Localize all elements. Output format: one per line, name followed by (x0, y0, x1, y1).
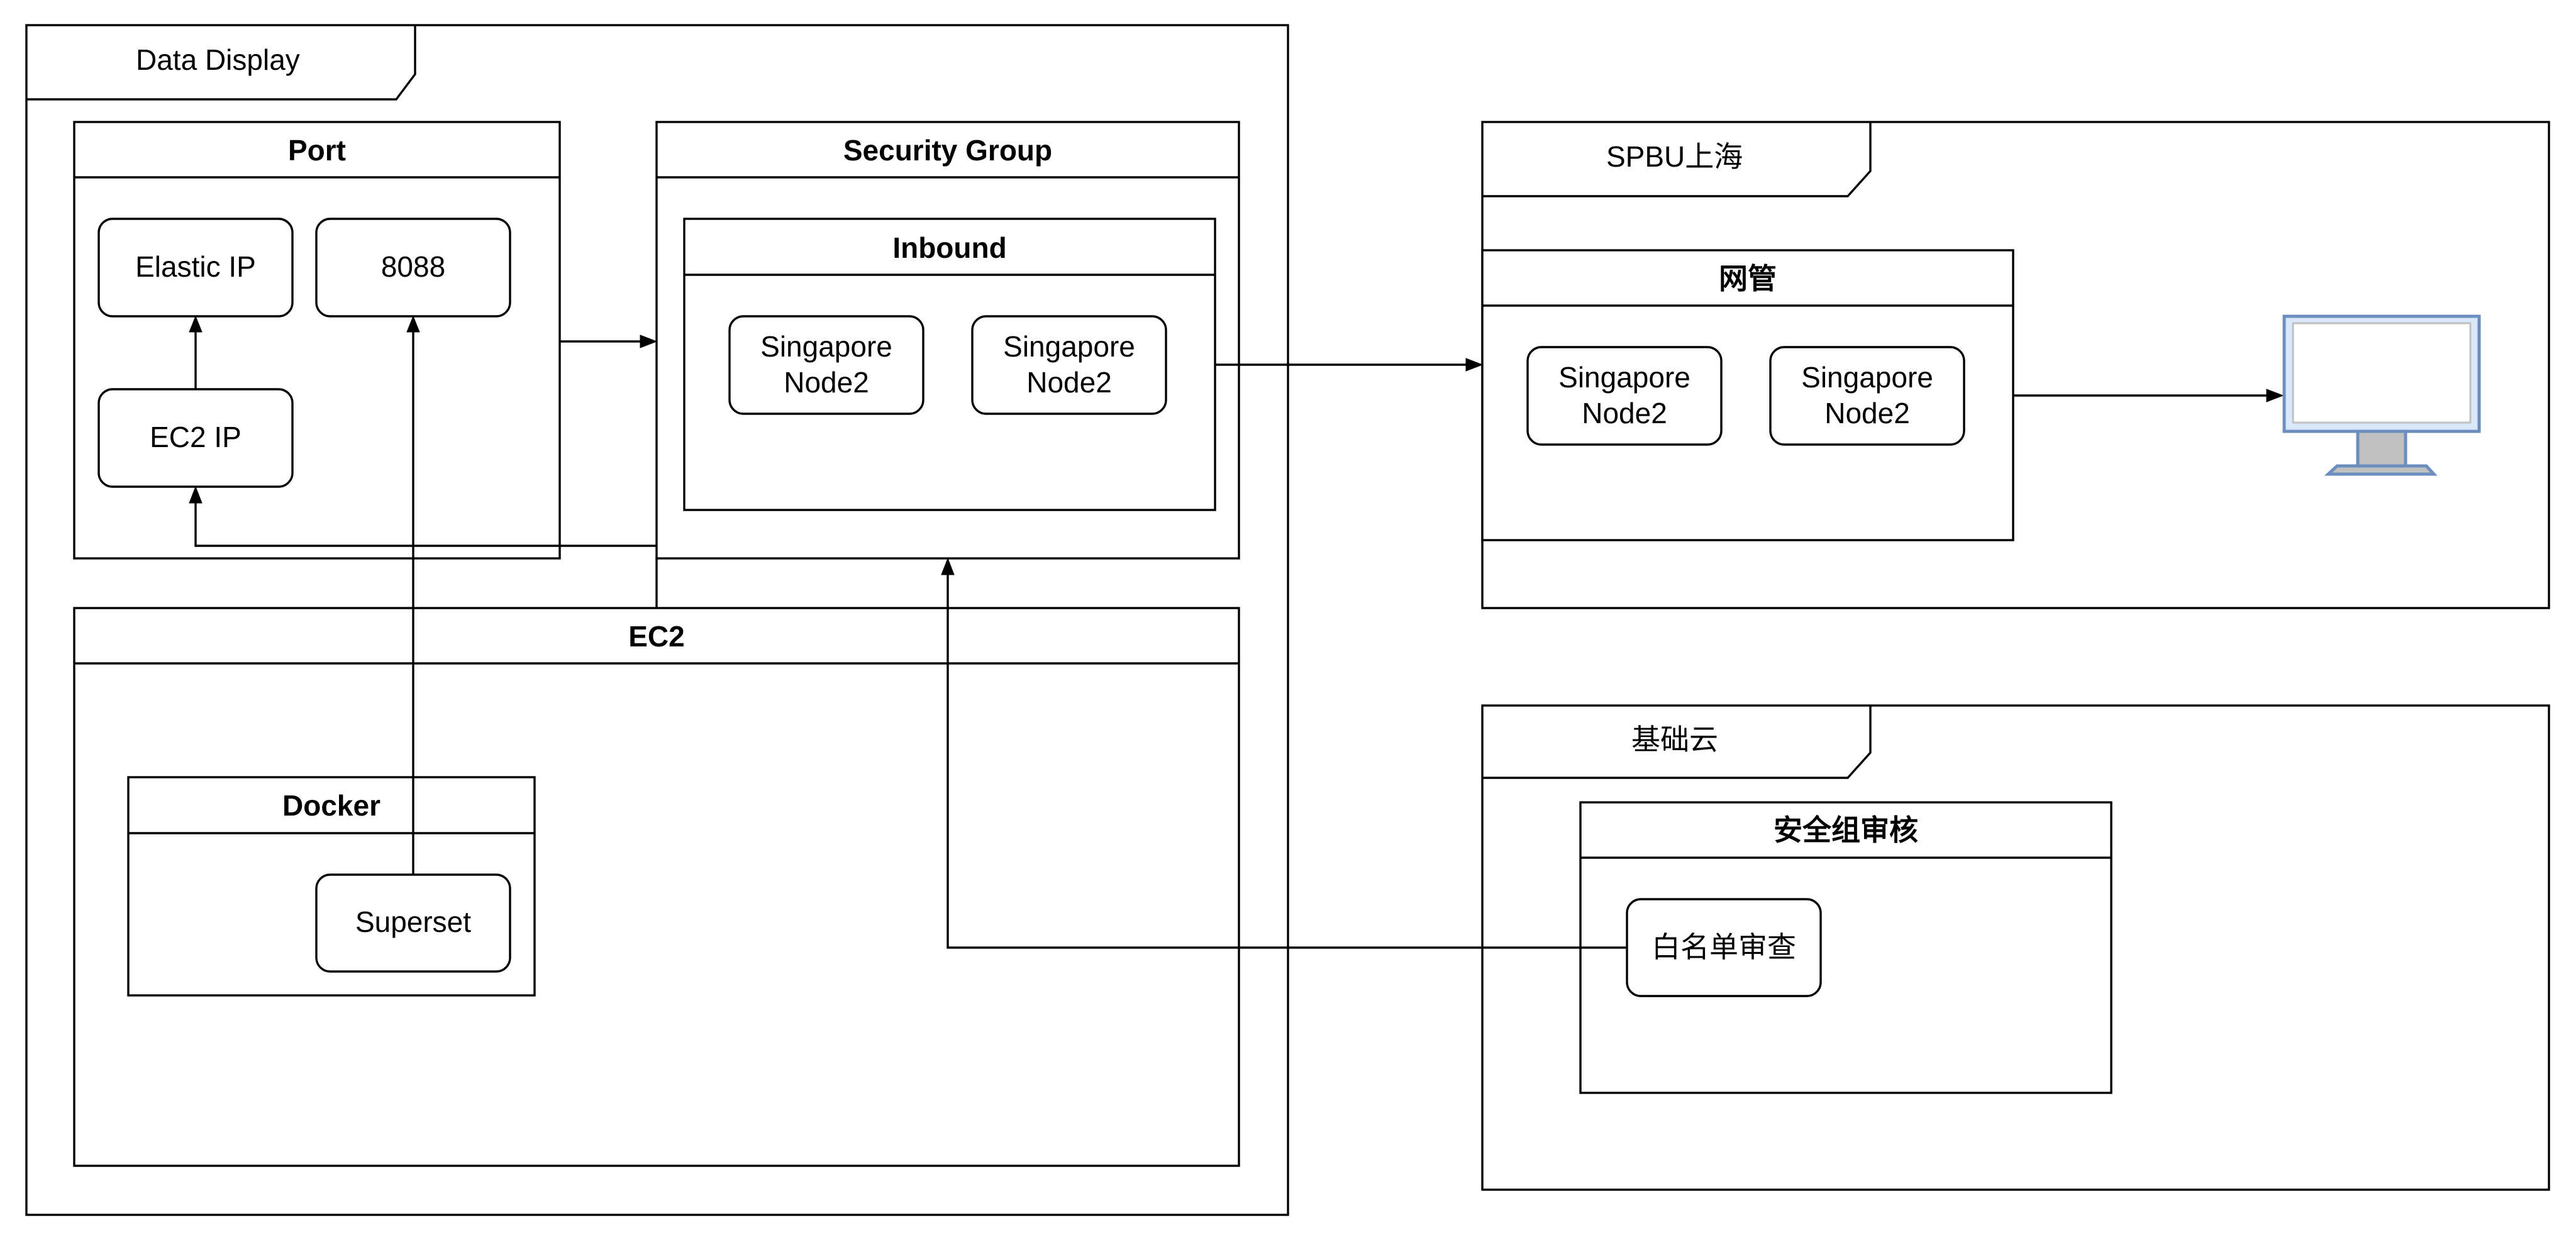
container-gateway-title: 网管 (1719, 262, 1777, 295)
node-8088[interactable]: 8088 (315, 218, 511, 318)
monitor-icon (2282, 314, 2481, 476)
node-inbound-singapore-a-line1: Singapore (760, 330, 892, 363)
container-security-group-title: Security Group (843, 134, 1052, 167)
frame-spbu-tab (1482, 122, 1872, 197)
node-ec2-ip-shape (97, 388, 294, 488)
node-gateway-singapore-a-line2: Node2 (1582, 397, 1667, 429)
edge-superset-to-8088-arrowhead (406, 315, 420, 333)
container-port: Port (73, 121, 561, 560)
node-8088-shape (315, 218, 511, 318)
edge-inbound-to-gateway-arrowhead (1465, 358, 1484, 372)
node-superset-label: Superset (355, 905, 471, 938)
edge-gateway-to-monitor-arrowhead (2266, 389, 2284, 402)
edge-whitelist-to-security-group-arrowhead (941, 557, 955, 575)
frame-base-cloud-label: 基础云 (1631, 723, 1718, 756)
node-inbound-singapore-b[interactable]: Singapore Node2 (971, 315, 1167, 415)
node-ec2-ip[interactable]: EC2 IP (97, 388, 294, 488)
node-elastic-ip-shape (97, 218, 294, 318)
frame-data-display-tab (26, 25, 416, 101)
container-sg-review-title: 安全组审核 (1774, 814, 1918, 846)
container-port-title: Port (288, 134, 346, 167)
monitor-neck (2356, 429, 2407, 468)
container-ec2-title: EC2 (628, 620, 684, 653)
node-elastic-ip-label: Elastic IP (135, 250, 256, 283)
node-superset-shape (315, 873, 511, 973)
node-superset[interactable]: Superset (315, 873, 511, 973)
node-gateway-singapore-b-line1: Singapore (1801, 361, 1933, 394)
frame-base-cloud-tab (1482, 706, 1872, 779)
monitor-base (2324, 464, 2438, 476)
node-inbound-singapore-b-line2: Node2 (1026, 366, 1112, 399)
node-whitelist-review[interactable]: 白名单审查 (1626, 898, 1822, 997)
node-whitelist-review-label: 白名单审查 (1652, 931, 1796, 963)
node-inbound-singapore-b-line1: Singapore (1003, 330, 1135, 363)
edge-security-group-to-ec2ip-arrowhead (189, 485, 203, 504)
node-inbound-singapore-a[interactable]: Singapore Node2 (728, 315, 924, 415)
node-inbound-singapore-b-shape (971, 315, 1167, 415)
node-gateway-singapore-b-shape (1769, 346, 1965, 446)
monitor-screen (2292, 322, 2472, 424)
edge-ec2ip-to-elasticip-arrowhead (189, 315, 203, 333)
node-inbound-singapore-a-shape (728, 315, 924, 415)
node-gateway-singapore-a-line1: Singapore (1558, 361, 1690, 394)
connectors (189, 315, 2284, 949)
node-gateway-singapore-b-line2: Node2 (1824, 397, 1910, 429)
container-inbound-title: Inbound (892, 231, 1006, 264)
node-8088-label: 8088 (381, 250, 445, 283)
edge-security-group-to-ec2ip (194, 503, 657, 547)
node-gateway-singapore-b[interactable]: Singapore Node2 (1769, 346, 1965, 446)
container-port-border (73, 121, 561, 560)
frame-data-display-label: Data Display (136, 43, 300, 76)
node-ec2-ip-label: EC2 IP (150, 421, 242, 453)
node-whitelist-review-shape (1626, 898, 1822, 997)
frame-spbu-label: SPBU上海 (1606, 140, 1743, 173)
node-gateway-singapore-a-shape (1526, 346, 1723, 446)
container-docker-title: Docker (282, 789, 380, 822)
edge-whitelist-to-security-group (947, 575, 1627, 949)
node-gateway-singapore-a[interactable]: Singapore Node2 (1526, 346, 1723, 446)
node-elastic-ip[interactable]: Elastic IP (97, 218, 294, 318)
edge-port-to-security-group-arrowhead (640, 335, 658, 348)
node-inbound-singapore-a-line2: Node2 (784, 366, 869, 399)
